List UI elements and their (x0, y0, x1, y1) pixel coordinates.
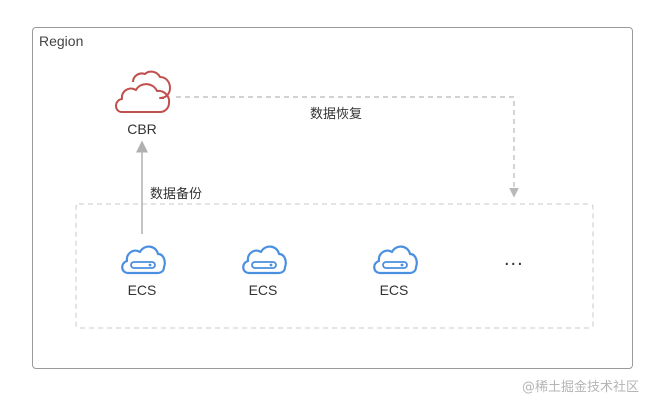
cloud-server-icon (373, 245, 418, 275)
cloud-outline-icon (115, 70, 171, 113)
cloud-server-icon (242, 245, 287, 275)
ecs-group-box (75, 203, 594, 329)
restore-arrow (176, 96, 519, 198)
restore-label: 数据恢复 (310, 107, 363, 122)
cbr-label: CBR (127, 121, 157, 137)
cloud-server-icon (121, 245, 166, 275)
ecs-label-2: ECS (248, 282, 278, 298)
ecs-icon-group (121, 245, 418, 275)
region-boundary (32, 27, 633, 369)
ecs-label-1: ECS (127, 282, 157, 298)
more-nodes-ellipsis: ... (504, 248, 524, 270)
ecs-label-3: ECS (379, 282, 409, 298)
backup-label: 数据备份 (150, 187, 203, 202)
region-label: Region (39, 33, 84, 49)
watermark: @稀土掘金技术社区 (522, 380, 640, 395)
